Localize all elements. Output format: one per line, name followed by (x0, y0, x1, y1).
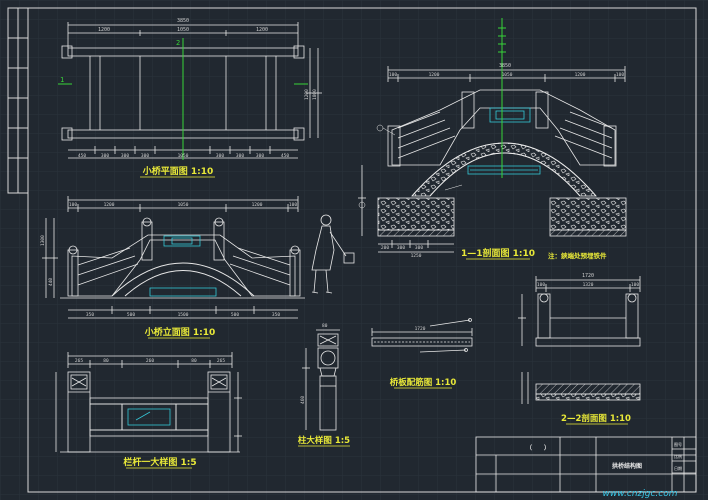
svg-text:100: 100 (289, 202, 297, 208)
svg-text:1250: 1250 (411, 253, 422, 259)
svg-text:300: 300 (101, 153, 109, 159)
pillar-detail-view (302, 329, 340, 431)
svg-text:1050: 1050 (178, 153, 189, 159)
svg-text:265: 265 (75, 358, 83, 364)
section-1-view (358, 66, 627, 253)
beam-caption: 桥板配筋图 1:10 (390, 377, 457, 388)
drawing-frame (7, 7, 697, 493)
section-1-leaders (358, 124, 463, 209)
pillar-dim-1: 80 (322, 323, 328, 329)
title-block-cell-1: 图号 (674, 441, 682, 447)
section-1-top-dims: 100 1200 1050 1200 100 (389, 72, 624, 78)
svg-text:100: 100 (389, 72, 397, 78)
svg-text:300: 300 (256, 153, 264, 159)
plan-side-dim-2: 1800 (312, 89, 318, 100)
pillar-dim-2: 460 (300, 396, 306, 404)
section-1-bottom-dims: 200 300 300 1250 (381, 245, 423, 259)
section-2-caption: 2—2剖面图 1:10 (561, 413, 631, 424)
railing-detail-view (55, 352, 242, 453)
beam-dim: 1720 (415, 326, 426, 332)
svg-text:100: 100 (631, 282, 639, 288)
svg-text:300: 300 (141, 153, 149, 159)
title-block-drawing-title: 拱桥结构图 (612, 462, 642, 470)
railing-top-dims: 265 80 260 80 265 (75, 358, 225, 364)
elevation-top-dims: 100 1200 1050 1200 100 (69, 202, 297, 208)
svg-text:300: 300 (236, 153, 244, 159)
title-block-bracket: （ ） (526, 444, 550, 452)
section-2-view (518, 276, 641, 404)
plan-side-dim-1: 1200 (304, 89, 310, 100)
section-2-top-dims: 100 1320 100 (537, 282, 639, 288)
plan-dim-top-3: 1200 (256, 27, 268, 33)
section-1-caption: 1—1剖面图 1:10 (461, 247, 535, 259)
svg-text:200: 200 (381, 245, 389, 251)
plan-section-markers (58, 38, 308, 160)
svg-text:300: 300 (415, 245, 423, 251)
human-figure-icon (311, 214, 355, 294)
elevation-caption: 小桥立面图 1:10 (144, 326, 216, 338)
svg-text:1050: 1050 (502, 72, 513, 78)
elevation-side-dim-2: 440 (48, 278, 54, 286)
svg-text:100: 100 (537, 282, 545, 288)
plan-dim-top-2: 1050 (177, 27, 189, 33)
svg-text:80: 80 (103, 358, 109, 364)
watermark: www.cnzjgc.com (603, 489, 678, 499)
svg-text:265: 265 (217, 358, 225, 364)
railing-caption: 栏杆一大样图 1:5 (123, 456, 196, 468)
plan-section-mark-1: 1 (60, 76, 64, 84)
svg-text:1500: 1500 (178, 312, 189, 318)
svg-text:350: 350 (86, 312, 94, 318)
svg-text:300: 300 (397, 245, 405, 251)
svg-text:260: 260 (146, 358, 154, 364)
svg-text:1050: 1050 (178, 202, 189, 208)
svg-text:300: 300 (216, 153, 224, 159)
svg-text:100: 100 (69, 202, 77, 208)
svg-text:1320: 1320 (583, 282, 594, 288)
title-block-cell-2: 比例 (674, 453, 682, 459)
title-block (475, 436, 697, 493)
elevation-view (42, 196, 305, 319)
svg-text:1200: 1200 (252, 202, 263, 208)
plan-section-mark-2: 2 (176, 39, 180, 47)
svg-text:1200: 1200 (104, 202, 115, 208)
plan-view (61, 22, 322, 159)
svg-text:500: 500 (127, 312, 135, 318)
section-2-total-dim: 1720 (582, 273, 594, 279)
svg-text:300: 300 (121, 153, 129, 159)
svg-text:1200: 1200 (429, 72, 440, 78)
svg-text:100: 100 (616, 72, 624, 78)
elevation-side-dim-1: 1300 (40, 235, 46, 246)
svg-text:1200: 1200 (575, 72, 586, 78)
svg-text:80: 80 (191, 358, 197, 364)
plan-caption: 小桥平面图 1:10 (142, 165, 214, 177)
pillar-caption: 柱大样图 1:5 (298, 435, 350, 446)
title-block-cell-3: 日期 (674, 465, 682, 471)
beam-reinforcement-view (371, 318, 473, 353)
section-1-note: 注：鋏端处预埋铁件 (548, 251, 607, 260)
plan-bottom-dims: 450 300 300 300 1050 300 300 300 450 (78, 153, 289, 159)
section-1-total-dim: 3850 (499, 63, 511, 69)
svg-text:450: 450 (78, 153, 86, 159)
plan-total-dim: 3850 (177, 18, 189, 24)
svg-text:350: 350 (272, 312, 280, 318)
plan-dim-top-1: 1200 (98, 27, 110, 33)
svg-text:500: 500 (231, 312, 239, 318)
elevation-bottom-dims: 350 500 1500 500 350 (86, 312, 280, 318)
section-1-centerline (498, 18, 506, 178)
svg-text:450: 450 (281, 153, 289, 159)
